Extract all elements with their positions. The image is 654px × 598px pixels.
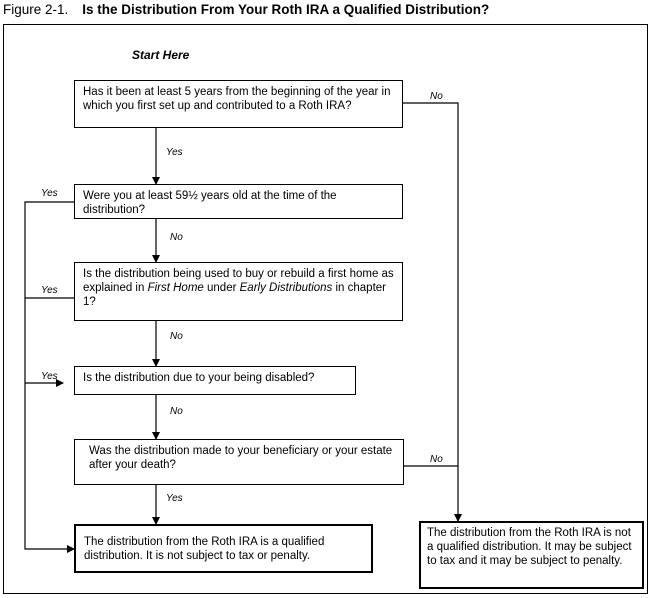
question-beneficiary-text: Was the distribution made to your benefi… <box>89 445 393 471</box>
edge-label-q2-yes: Yes <box>41 188 58 199</box>
question-disabled-text: Is the distribution due to your being di… <box>83 372 315 384</box>
question-box-beneficiary: Was the distribution made to your benefi… <box>74 439 404 485</box>
figure-title: Figure 2-1. Is the Distribution From Your… <box>3 2 489 17</box>
edge-label-q5-no: No <box>430 454 443 465</box>
edge-label-q4-yes: Yes <box>41 371 58 382</box>
figure-number: Figure 2-1. <box>3 2 69 17</box>
question-box-disabled: Is the distribution due to your being di… <box>74 366 356 395</box>
question-five-years-text: Has it been at least 5 years from the be… <box>83 86 391 112</box>
outcome-box-qualified: The distribution from the Roth IRA is a … <box>74 524 373 573</box>
arrow-q1-no <box>403 102 462 522</box>
figure-heading: Is the Distribution From Your Roth IRA a… <box>82 2 490 17</box>
question-age-text: Were you at least 59½ years old at the t… <box>83 190 337 216</box>
outcome-box-not-qualified: The distribution from the Roth IRA is no… <box>419 521 644 589</box>
outcome-qualified-text: The distribution from the Roth IRA is a … <box>84 536 325 562</box>
question-box-first-home: Is the distribution being used to buy or… <box>74 262 403 321</box>
arrow-yes-bus-to-qualified <box>24 201 75 553</box>
edge-label-q3-yes: Yes <box>41 285 58 296</box>
diagram-frame <box>3 24 648 594</box>
question-box-age: Were you at least 59½ years old at the t… <box>74 184 403 219</box>
question-box-five-years: Has it been at least 5 years from the be… <box>74 80 403 128</box>
edge-label-q1-yes: Yes <box>166 147 183 158</box>
edge-label-q1-no: No <box>430 91 443 102</box>
edge-label-q5-yes: Yes <box>166 493 183 504</box>
edge-label-q2-no: No <box>170 232 183 243</box>
start-here-label: Start Here <box>132 48 190 62</box>
question-first-home-text: Is the distribution being used to buy or… <box>83 268 394 308</box>
edge-label-q4-no: No <box>170 406 183 417</box>
outcome-not-qualified-text: The distribution from the Roth IRA is no… <box>427 527 632 567</box>
edge-label-q3-no: No <box>170 331 183 342</box>
